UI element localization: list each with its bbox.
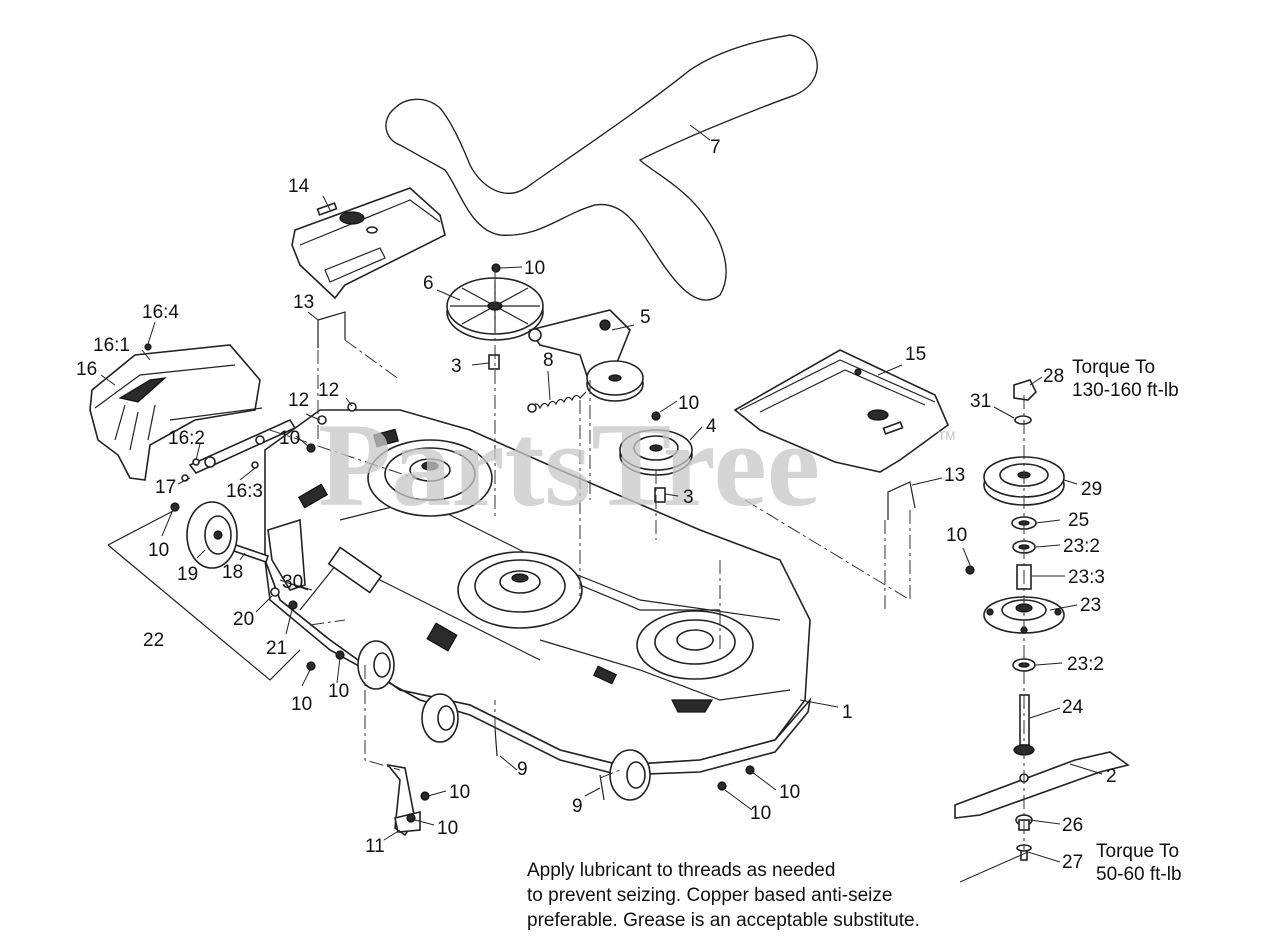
deck-spindle-right[interactable] [636,610,754,680]
callout-19: 19 [177,564,198,585]
wheel-bracket[interactable] [267,518,306,591]
callout-13-right: 13 [944,465,965,486]
small-hardware[interactable] [144,343,357,610]
callout-10-j: 10 [750,803,771,824]
deck-spindle-left[interactable] [367,439,493,517]
leader-lines [100,124,1103,883]
bolt-front[interactable] [494,727,498,757]
torque-upper-line1: Torque To [1072,357,1155,378]
callout-labels: 1 2 3 3 4 5 6 7 8 9 9 10 10 10 10 10 10 … [76,137,1117,873]
callout-16-4: 16:4 [142,302,179,323]
mower-blade[interactable] [954,751,1130,819]
torque-spec-upper: Torque To 130-160 ft-lb [1072,357,1179,401]
torque-spec-lower: Torque To 50-60 ft-lb [1096,841,1182,885]
watermark: PartsTree TM [318,398,955,531]
callout-22: 22 [143,630,164,651]
discharge-chute[interactable] [89,344,263,481]
callout-1: 1 [842,702,853,723]
callout-14: 14 [288,176,310,197]
spacer-upper[interactable] [488,354,500,370]
torque-lower-line2: 50-60 ft-lb [1096,864,1182,885]
callout-17: 17 [155,477,176,498]
gauge-wheel[interactable] [186,501,238,569]
callout-7: 7 [710,137,721,158]
belt-cover-left[interactable] [291,187,446,300]
callout-30: 30 [282,572,303,593]
callout-28: 28 [1043,366,1064,387]
callout-29: 29 [1081,479,1102,500]
anti-scalp-wheel-rear[interactable] [609,749,651,801]
callout-13-left: 13 [293,292,314,313]
callout-9-front: 9 [517,759,528,780]
callout-10-d: 10 [279,428,300,449]
callout-24: 24 [1062,697,1084,718]
idler-pulley-lower[interactable] [619,429,693,476]
callout-2: 2 [1106,766,1117,787]
group-22-bracket [107,509,301,681]
callout-16-3: 16:3 [226,481,263,502]
callout-6: 6 [423,273,434,294]
torque-lower-line1: Torque To [1096,841,1179,862]
callout-15: 15 [905,344,926,365]
deflector-bracket[interactable] [386,763,421,837]
callout-10-k: 10 [946,525,967,546]
note-line-3: preferable. Grease is an acceptable subs… [527,910,920,931]
lubrication-note: Apply lubricant to threads as needed to … [527,858,1047,933]
watermark-text: PartsTree [318,398,820,531]
hex-nuts[interactable] [170,263,975,823]
callout-16: 16 [76,359,97,380]
cover-rod-right[interactable] [887,481,916,520]
callout-23-2-lower: 23:2 [1067,654,1104,675]
callout-16-1: 16:1 [93,335,130,356]
callout-10-f: 10 [328,681,349,702]
callout-18: 18 [222,562,243,583]
callout-10-c: 10 [148,540,169,561]
callout-10-h: 10 [437,818,458,839]
callout-26: 26 [1062,815,1083,836]
callout-10-a: 10 [524,258,545,279]
callout-9-rear: 9 [572,796,583,817]
bolt-rear[interactable] [599,774,605,801]
callout-25: 25 [1068,510,1089,531]
callout-10-g: 10 [449,782,470,803]
callout-5: 5 [640,307,651,328]
note-line-1: Apply lubricant to threads as needed [527,860,836,881]
callout-8: 8 [543,350,554,371]
torque-upper-line2: 130-160 ft-lb [1072,380,1179,401]
drive-belt[interactable] [385,34,818,301]
callout-31: 31 [970,391,991,412]
anti-scalp-wheel-front[interactable] [421,693,459,743]
callout-10-i: 10 [779,782,800,803]
tension-spring[interactable] [527,391,587,413]
callout-16-2: 16:2 [168,428,205,449]
callout-4: 4 [706,416,717,437]
callout-21: 21 [266,638,287,659]
callout-3-lower: 3 [683,487,694,508]
callout-10-e: 10 [291,694,312,715]
callout-20: 20 [233,609,254,630]
callout-11: 11 [365,836,385,857]
watermark-tm: TM [938,429,955,443]
cover-rod-left[interactable] [317,311,346,348]
anti-scalp-wheel-side[interactable] [357,640,395,690]
callout-12-b: 12 [288,390,309,411]
note-line-2: to prevent seizing. Copper based anti-se… [527,885,893,906]
deck-decals [297,428,714,713]
belt-cover-right[interactable] [733,349,949,473]
deck-spindle-center[interactable] [457,551,583,629]
callout-10-b: 10 [678,393,699,414]
spacer-lower[interactable] [654,487,666,503]
wheel-axle-bolt[interactable] [232,543,270,564]
callout-23: 23 [1080,595,1101,616]
idler-pulley-v[interactable] [586,360,644,402]
assembly-guide-lines [269,270,1025,850]
callout-12-a: 12 [318,380,339,401]
callout-23-2-upper: 23:2 [1063,536,1100,557]
callout-27: 27 [1062,852,1083,873]
callout-23-3: 23:3 [1068,567,1105,588]
callout-3-upper: 3 [451,356,462,377]
spindle-washer[interactable] [1014,415,1032,425]
